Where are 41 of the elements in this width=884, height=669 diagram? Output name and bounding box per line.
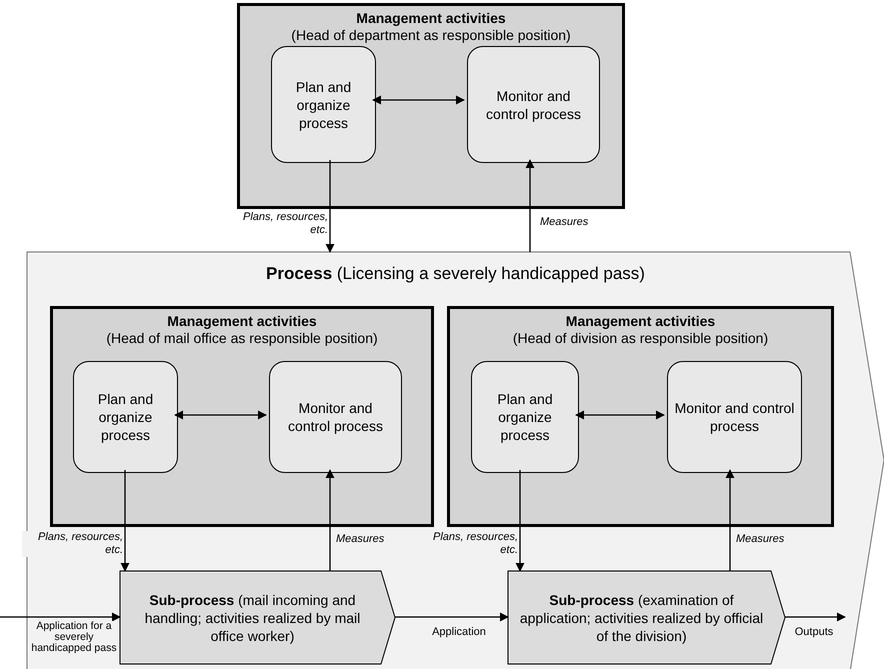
arrow [785,612,846,622]
rounded-box [271,46,376,163]
arrow [326,469,334,571]
sub-process-box [120,571,395,664]
sub-process-box [508,571,785,664]
arrow [726,469,734,571]
sub-process-text: Sub-process (examination of application; activities realized by official of the division) [518,590,764,644]
rounded-box [471,361,579,473]
group-title: Management activities [564,313,716,330]
arrow [326,160,334,253]
arrow [526,159,534,252]
arrow [516,470,524,572]
arrow [174,410,267,420]
group-box [50,306,434,527]
arrow [372,96,465,104]
node-text: Monitor and control process [485,86,582,122]
arrow [395,612,509,622]
node-text: Plan and organize process [294,78,352,132]
node-text: Monitor and control process [287,399,384,435]
group-subtitle: (Head of department as responsible position) [290,27,572,44]
group-title: Management activities [355,10,507,27]
rounded-box [467,46,600,163]
arrow [575,410,665,420]
group-subtitle: (Head of division as responsible position) [512,330,770,347]
edge-label: Plans, resources, etc. [22,531,124,557]
group-subtitle: (Head of mail office as responsible position) [105,330,379,347]
rounded-box [269,361,402,473]
arrow [0,612,121,622]
rounded-box [73,361,178,473]
arrow [120,470,130,572]
node-text: Plan and organize process [96,390,154,444]
rounded-box [667,361,802,473]
group-box [447,306,834,527]
sub-process-text: Sub-process (mail incoming and handling; activities realized by mail office worker) [144,590,362,644]
process-title: Process (Licensing a severely handicapped pass) [265,264,646,284]
edge-label: Application for a severely handicapped pass [29,621,119,654]
process-pentagon [27,252,884,669]
group-box [237,3,625,209]
group-title: Management activities [166,313,318,330]
node-text: Monitor and control process [674,399,795,435]
node-text: Plan and organize process [496,390,554,444]
